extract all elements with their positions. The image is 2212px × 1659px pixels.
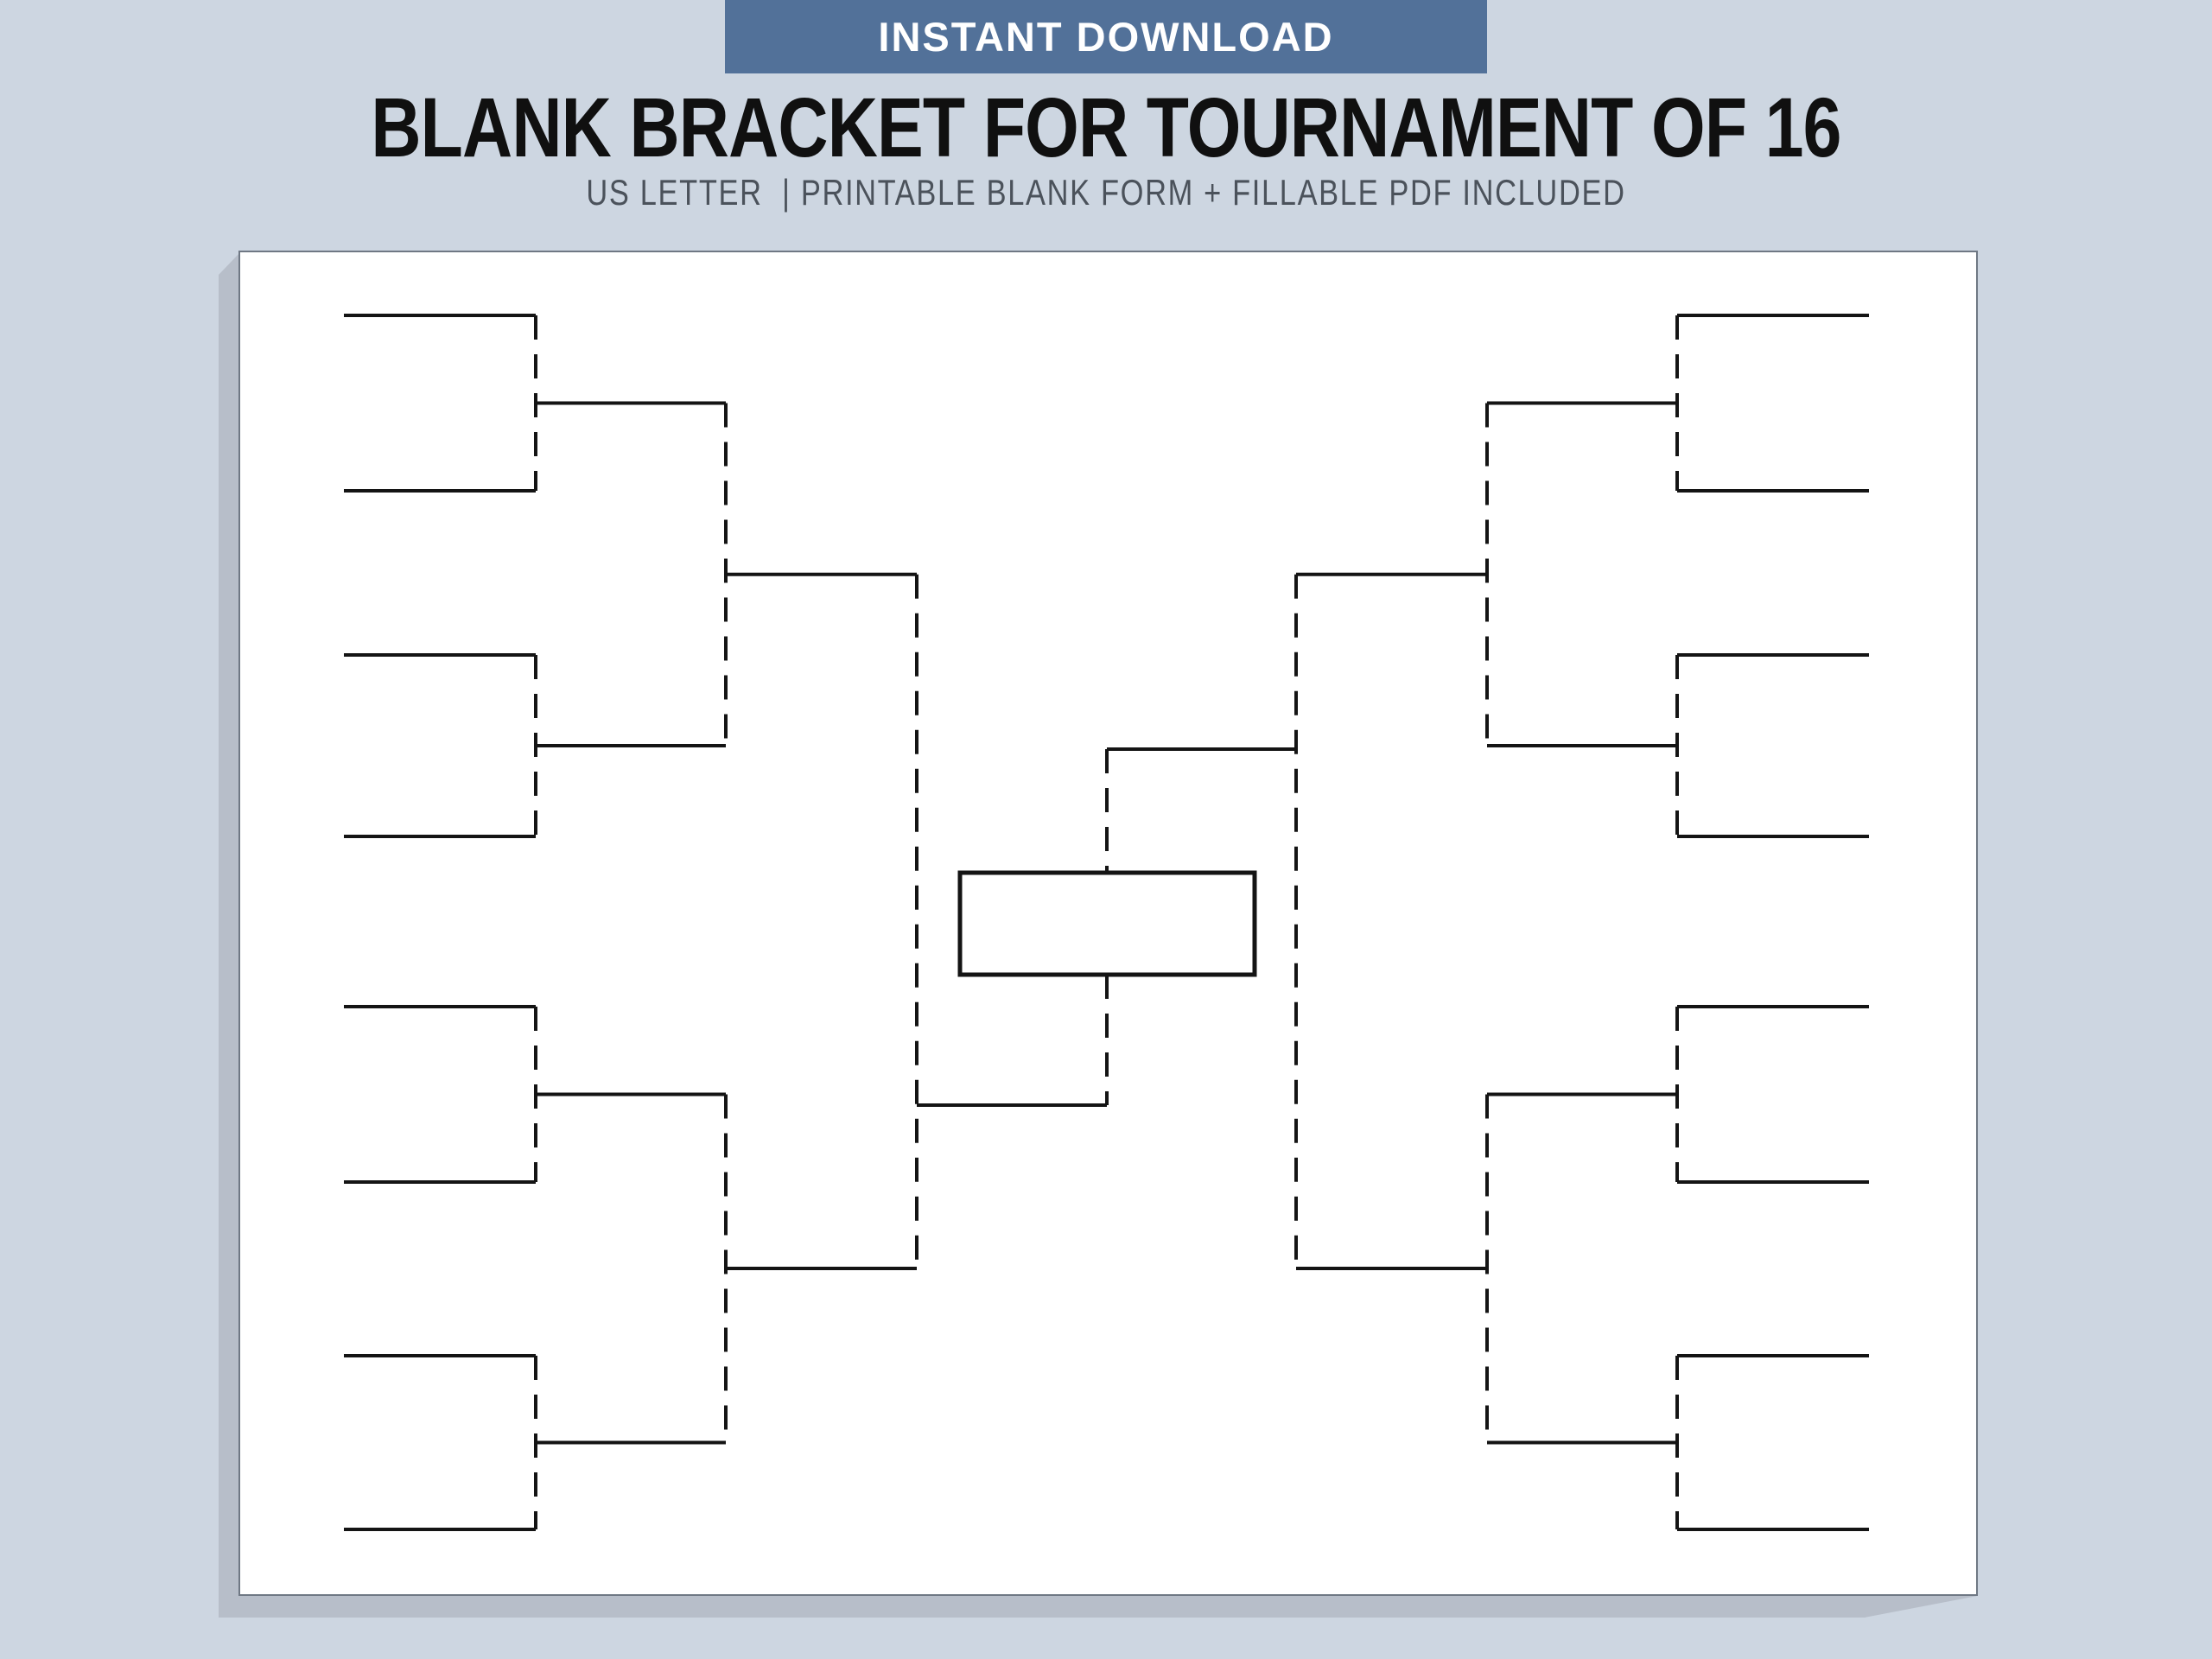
banner-label: INSTANT DOWNLOAD: [878, 14, 1334, 60]
page-title: BLANK BRACKET FOR TOURNAMENT OF 16: [371, 80, 1841, 175]
instant-download-banner: INSTANT DOWNLOAD: [725, 0, 1487, 73]
paper-page: [238, 251, 1978, 1596]
page-subtitle: US LETTER | PRINTABLE BLANK FORM + FILLA…: [586, 172, 1626, 213]
champion-box: [957, 870, 1257, 977]
